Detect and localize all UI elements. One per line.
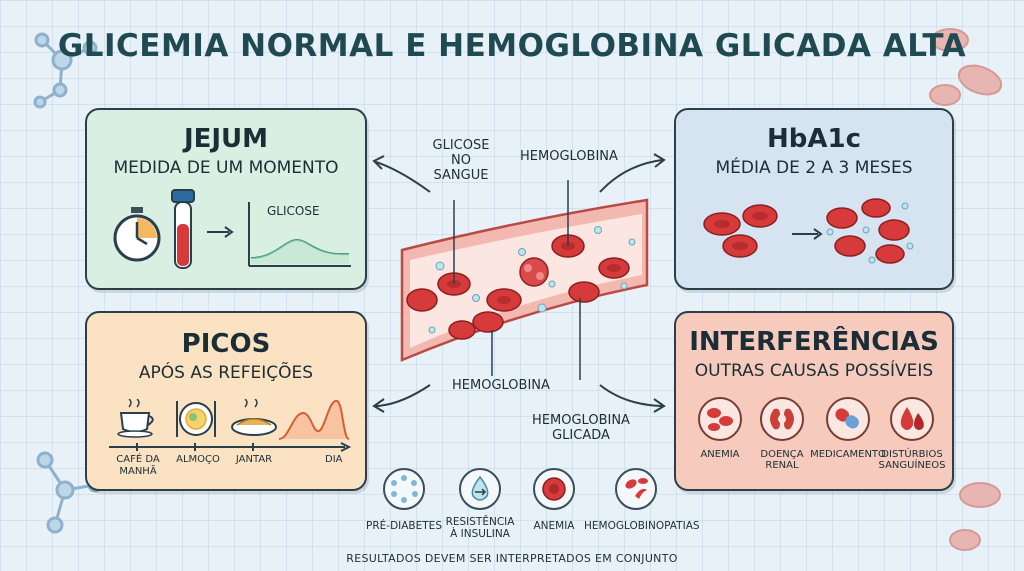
- hba1c-subtitle: MÉDIA DE 2 A 3 MESES: [715, 158, 913, 178]
- label-glicose-sangue: GLICOSE NO SANGUE: [432, 138, 490, 183]
- picos-title: PICOS: [181, 329, 271, 359]
- timeline-label-dia: DIA: [325, 454, 343, 465]
- jejum-title: JEJUM: [183, 124, 269, 154]
- timeline-axis: [109, 442, 352, 452]
- legend-pre-diabetes: PRÉ-DIABETES: [366, 468, 442, 532]
- footer-note: RESULTADOS DEVEM SER INTERPRETADOS EM CO…: [346, 552, 678, 565]
- noodles-icon: [231, 399, 277, 436]
- card-picos: PICOS APÓS AS REFEIÇÕES CAFÉ DA MANHÃ AL…: [85, 311, 367, 491]
- pill-icon: [835, 408, 859, 429]
- legend-label-anemia: ANEMIA: [533, 520, 575, 532]
- interf-label-doenca-renal: DOENÇA RENAL: [760, 449, 804, 471]
- legend-resistencia-insulina: RESISTÊNCIA À INSULINA: [440, 468, 520, 540]
- timeline-label-almoco: ALMOÇO: [176, 454, 220, 465]
- blood-vessel-illustration: [400, 180, 649, 380]
- clock-icon: [113, 207, 161, 262]
- interferencias-subtitle: OUTRAS CAUSAS POSSÍVEIS: [694, 361, 934, 381]
- label-hemoglobina-glicada: HEMOGLOBINA GLICADA: [532, 413, 630, 443]
- interf-label-medicamento: MEDICAMENTO: [810, 449, 886, 460]
- page-title: GLICEMIA NORMAL E HEMOGLOBINA GLICADA AL…: [57, 28, 967, 64]
- red-cells-icon: [707, 408, 733, 431]
- timeline-label-jantar: JANTAR: [235, 454, 273, 465]
- legend-label-resistencia: RESISTÊNCIA À INSULINA: [445, 516, 515, 540]
- blood-cell-decoration: [929, 28, 1003, 106]
- interferencias-title: INTERFERÊNCIAS: [689, 327, 939, 357]
- interf-item-doenca-renal: DOENÇA RENAL: [742, 397, 822, 471]
- card-jejum: JEJUM MEDIDA DE UM MOMENTO GLICOSE: [85, 108, 367, 290]
- label-hemoglobina-bottom: HEMOGLOBINA: [452, 378, 550, 393]
- legend-hemoglobinopatias: HEMOGLOBINOPATIAS: [584, 468, 700, 532]
- hba1c-title: HbA1c: [767, 124, 861, 154]
- red-cell-icon: [542, 477, 566, 501]
- glucose-graph-label: GLICOSE: [267, 204, 320, 218]
- jejum-subtitle: MEDIDA DE UM MOMENTO: [113, 158, 339, 178]
- coffee-icon: [117, 399, 154, 438]
- blood-tube-icon: [171, 189, 195, 269]
- legend-label-hemoglobinopatias: HEMOGLOBINOPATIAS: [584, 520, 700, 532]
- card-hba1c: HbA1c MÉDIA DE 2 A 3 MESES: [674, 108, 954, 290]
- kidney-icon: [770, 408, 794, 430]
- glucose-graph: [248, 202, 351, 267]
- interf-label-anemia: ANEMIA: [700, 449, 740, 460]
- interf-item-anemia: ANEMIA: [680, 397, 760, 460]
- interf-item-disturbios: DISTÚRBIOS SANGUÍNEOS: [872, 397, 952, 471]
- molecule-icon: [33, 32, 98, 109]
- dots-ring-icon: [391, 475, 418, 503]
- drop-icon: [471, 475, 489, 501]
- red-cells-illustration: [703, 198, 914, 264]
- timeline-label-cafe: CAFÉ DA MANHÃ: [116, 454, 160, 477]
- interf-label-disturbios: DISTÚRBIOS SANGUÍNEOS: [878, 449, 946, 471]
- card-interferencias: INTERFERÊNCIAS OUTRAS CAUSAS POSSÍVEIS A…: [674, 311, 954, 491]
- interf-item-medicamento: MEDICAMENTO: [808, 397, 888, 460]
- blood-drop-icon: [900, 407, 924, 430]
- legend-label-pre-diabetes: PRÉ-DIABETES: [366, 520, 442, 532]
- plate-icon: [176, 401, 216, 437]
- arrow-right-icon: [207, 226, 234, 238]
- glucose-peaks-graph: [278, 400, 349, 440]
- legend-anemia: ANEMIA: [516, 468, 592, 532]
- picos-subtitle: APÓS AS REFEIÇÕES: [138, 363, 314, 383]
- label-hemoglobina-top: HEMOGLOBINA: [520, 149, 618, 164]
- blood-cell-decoration: [949, 482, 1001, 551]
- sickle-cells-icon: [625, 478, 648, 499]
